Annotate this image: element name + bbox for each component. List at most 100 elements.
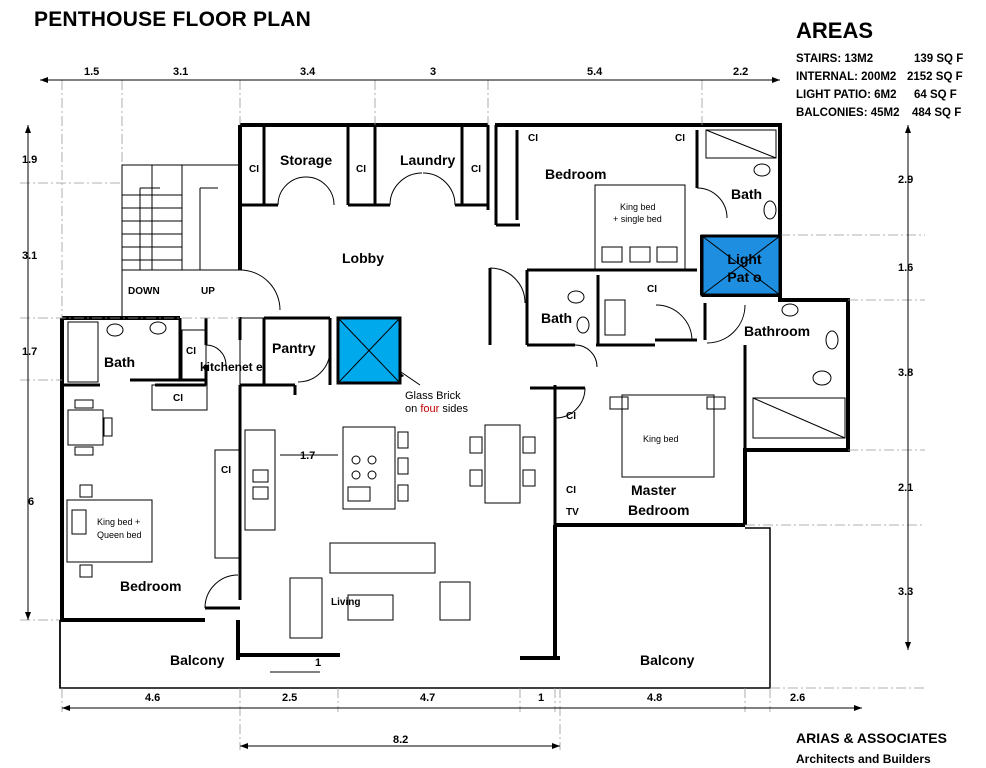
room-kitchenette: kitchenet e [200, 360, 263, 374]
king-single-bed [594, 184, 686, 271]
closet-label: CI [647, 284, 657, 295]
areas-table: STAIRS: 13M2 139 SQ F INTERNAL: 200M2 2152… [796, 50, 963, 122]
dim-left: 6 [28, 496, 35, 508]
room-balcony-left: Balcony [170, 652, 225, 668]
door-swing [696, 187, 728, 219]
room-lobby: Lobby [342, 250, 384, 266]
closet-label: CI [528, 133, 538, 144]
room-living: Living [331, 597, 361, 608]
closet-label: CI [356, 164, 366, 175]
kitchen-island [342, 426, 396, 510]
door-swing [554, 387, 586, 419]
dim-top: 3.1 [173, 66, 189, 78]
area-row: STAIRS: 13M2 139 SQ F [796, 50, 963, 68]
dim-bottom: 4.7 [420, 692, 436, 704]
king-queen-bed [66, 499, 153, 563]
stairs-up-label: UP [201, 286, 215, 297]
dim-left: 3.1 [22, 250, 38, 262]
dining-table [484, 424, 521, 504]
dim-right: 3.8 [898, 367, 914, 379]
dim-right: 3.3 [898, 586, 914, 598]
area-row: LIGHT PATIO: 6M2 64 SQ F [796, 86, 963, 104]
closet-label: CI [249, 164, 259, 175]
room-balcony-right: Balcony [640, 652, 695, 668]
king-bed [621, 394, 715, 478]
note-text-red: four [420, 403, 440, 415]
dim-top: 2.2 [733, 66, 749, 78]
bed-label: + single bed [613, 214, 662, 224]
area-value: 2152 SQ F [907, 71, 963, 83]
outer-wall [495, 123, 782, 235]
bed-label: King bed [620, 202, 656, 212]
door-swing [655, 304, 693, 342]
coffee-table [347, 594, 394, 621]
bed-label: Queen bed [97, 530, 142, 540]
door-swing [277, 176, 307, 206]
room-pantry: Pantry [272, 340, 316, 356]
area-row: BALCONIES: 45M2 484 SQ F [796, 104, 963, 122]
closet-label: CI [173, 393, 183, 404]
area-label: BALCONIES: 45M2 [796, 107, 900, 119]
outer-wall [60, 318, 205, 622]
room-bedroom-top: Bedroom [545, 166, 607, 182]
dim-right: 2.1 [898, 482, 914, 494]
room-bath-left: Bath [104, 354, 136, 370]
room-storage: Storage [280, 152, 333, 168]
area-label: STAIRS: 13M2 [796, 53, 874, 65]
closet-label: CI [471, 164, 481, 175]
door-swing [422, 172, 456, 206]
dimension-arrows [25, 77, 911, 749]
company-name: ARIAS & ASSOCIATES [796, 730, 947, 746]
kitchen-dimension: 1.7 [300, 450, 316, 462]
areas-heading: AREAS [796, 18, 874, 43]
door-swing [204, 574, 239, 609]
page-title: PENTHOUSE FLOOR PLAN [34, 8, 312, 31]
dim-left: 1.7 [22, 346, 38, 358]
closet-label: CI [566, 411, 576, 422]
area-value: 139 SQ F [914, 53, 964, 65]
bed-label: King bed + [97, 517, 141, 527]
room-bedroom-left: Bedroom [120, 578, 182, 594]
dim-top: 1.5 [84, 66, 100, 78]
stairs-down-label: DOWN [128, 286, 160, 297]
door-swing [297, 349, 331, 383]
dim-bottom: 2.6 [790, 692, 806, 704]
room-light-patio: Light Pat o [727, 251, 762, 285]
tv-label: TV [566, 507, 579, 518]
dim-right: 2.9 [898, 174, 914, 186]
closet-label: CI [566, 485, 576, 496]
room-bath-mid: Bath [541, 310, 573, 326]
room-bathroom: Bathroom [744, 323, 811, 339]
room-bath-top-right: Bath [731, 186, 763, 202]
room-master-bedroom-1: Master [631, 482, 677, 498]
dim-bottom: 2.5 [282, 692, 298, 704]
closet-label: CI [221, 465, 231, 476]
dim-right: 1.6 [898, 262, 914, 274]
dim-bottom: 4.8 [647, 692, 663, 704]
glass-brick-note-1: Glass Brick [405, 390, 461, 402]
dim-bottom: 1 [538, 692, 545, 704]
room-master-bedroom-2: Bedroom [628, 502, 690, 518]
door-swing [574, 344, 598, 368]
door-swing [489, 267, 526, 304]
door-swing [389, 172, 423, 206]
closet-label: CI [675, 133, 685, 144]
dim-top: 5.4 [587, 66, 603, 78]
area-value: 64 SQ F [914, 89, 957, 101]
area-label: INTERNAL: 200M2 [796, 71, 897, 83]
note-text: sides [442, 403, 469, 415]
area-label: LIGHT PATIO: 6M2 [796, 89, 897, 101]
door-swing [239, 269, 281, 311]
dim-balcony-small: 1 [315, 657, 322, 669]
door-swing [706, 304, 746, 344]
note-text: on [405, 403, 418, 415]
dim-top: 3.4 [300, 66, 316, 78]
door-swing [305, 176, 335, 206]
area-row: INTERNAL: 200M2 2152 SQ F [796, 68, 963, 86]
stairs [121, 164, 240, 318]
room-laundry: Laundry [400, 152, 456, 168]
sofa [329, 542, 436, 574]
area-value: 484 SQ F [912, 107, 962, 119]
dim-top: 3 [430, 66, 437, 78]
